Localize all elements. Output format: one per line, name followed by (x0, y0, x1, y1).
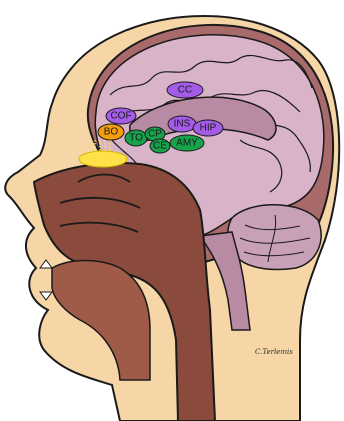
region-cc: CC (167, 82, 203, 98)
label-amy: AMY (176, 138, 198, 149)
label-ce: CE (153, 141, 167, 152)
region-ce: CE (150, 139, 170, 153)
label-cp: CP (148, 129, 162, 140)
label-hip: HIP (200, 123, 217, 134)
region-to: TO (125, 130, 147, 146)
artist-signature: C.Terlemis (255, 348, 293, 356)
cerebellum (228, 205, 321, 270)
olfactory-epithelium (79, 151, 127, 167)
region-bo: BO (98, 124, 124, 140)
label-cc: CC (178, 85, 192, 96)
label-cof: COF (110, 111, 131, 122)
region-cof: COF (106, 108, 136, 124)
region-hip: HIP (193, 120, 223, 136)
region-amy: AMY (170, 135, 204, 151)
label-ins: INS (174, 119, 191, 130)
region-ins: INS (168, 116, 196, 132)
label-bo: BO (104, 127, 119, 138)
label-to: TO (129, 133, 143, 144)
